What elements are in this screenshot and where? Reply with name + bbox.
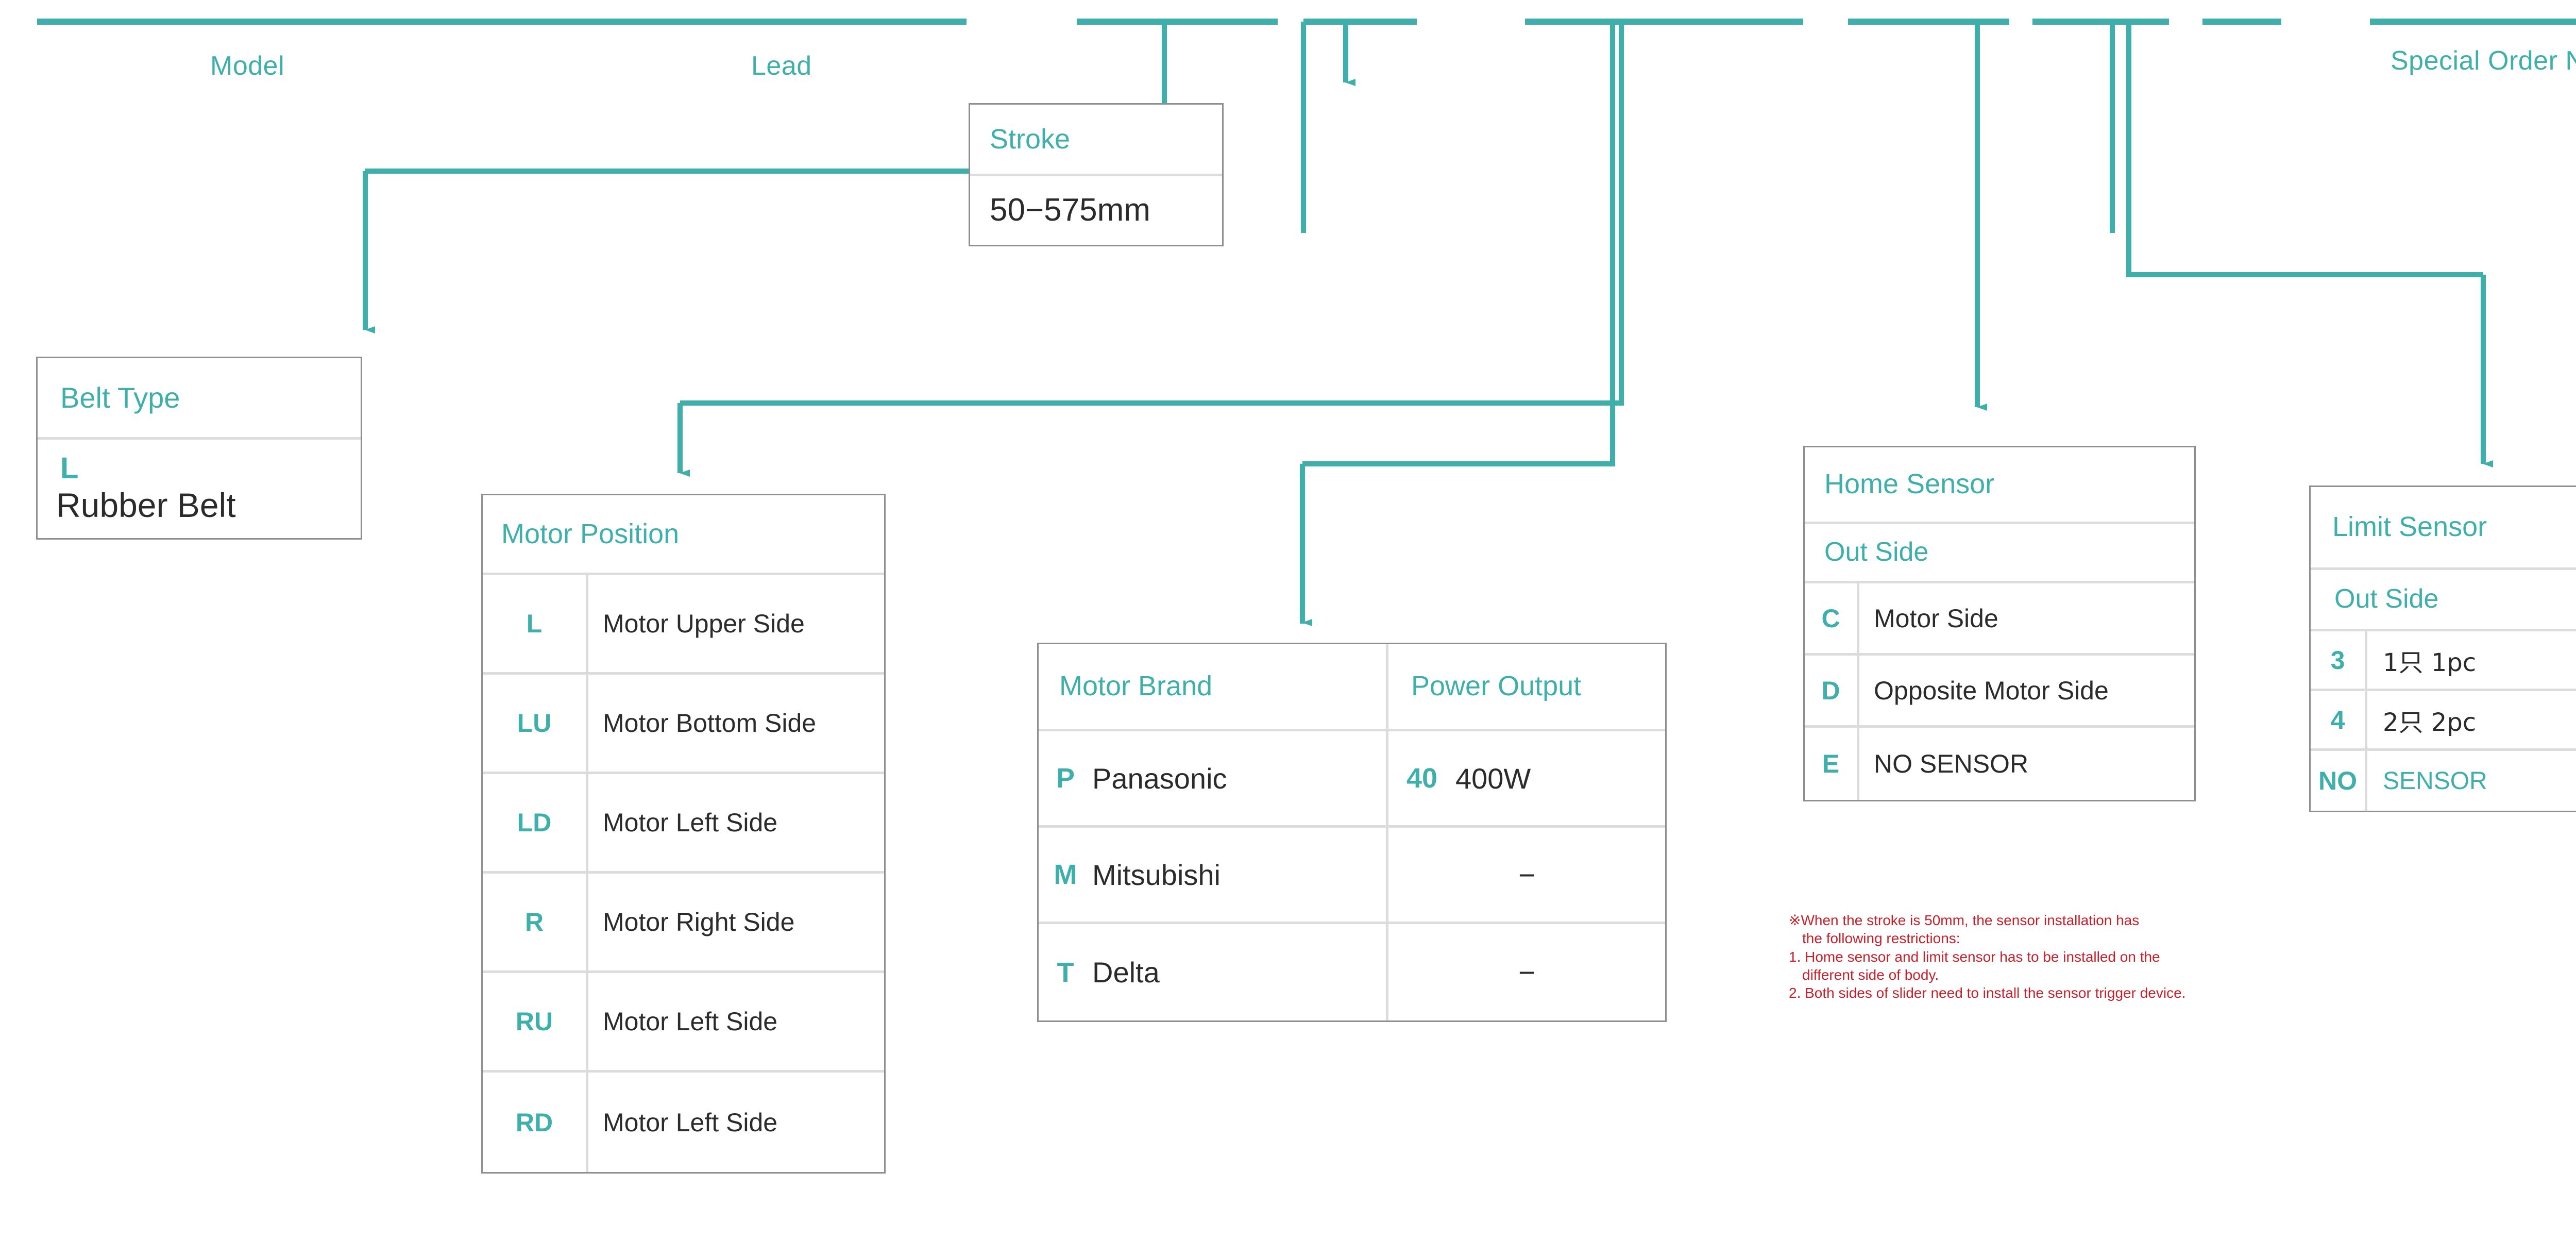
label-model: Model <box>210 51 285 81</box>
power-output-value: − <box>1518 858 1535 891</box>
note-line-4: different side of body. <box>1802 966 1939 983</box>
power-output-value: 400W <box>1455 762 1531 795</box>
table-row: M Mitsubishi − <box>1039 828 1665 924</box>
belt-type-code: L <box>60 451 79 485</box>
stroke-card: Stroke 50−575mm <box>969 103 1224 246</box>
table-row: D Opposite Motor Side <box>1805 656 2194 728</box>
limit-sensor-code: 4 <box>2311 691 2367 748</box>
limit-sensor-desc: SENSOR <box>2383 767 2487 795</box>
motor-position-desc: Motor Left Side <box>603 808 778 837</box>
motor-position-desc: Motor Left Side <box>603 1108 778 1137</box>
limit-sensor-title: Limit Sensor <box>2311 487 2576 570</box>
table-row: LD Motor Left Side <box>483 774 884 874</box>
motor-position-desc: Motor Right Side <box>603 908 795 936</box>
table-row: T Delta − <box>1039 924 1665 1020</box>
note-line-2: the following restrictions: <box>1802 930 1960 947</box>
power-output-value: − <box>1518 956 1535 989</box>
home-sensor-desc: Motor Side <box>1874 604 1998 633</box>
home-sensor-title: Home Sensor <box>1805 447 2194 524</box>
limit-sensor-desc: 1只 1pc <box>2383 648 2477 677</box>
limit-sensor-code: NO <box>2311 751 2367 811</box>
table-row: 3 1只 1pc <box>2311 631 2576 691</box>
motor-brand-name: Delta <box>1092 956 1160 989</box>
motor-brand-card: Motor Brand Power Output P Panasonic 40 … <box>1037 643 1667 1022</box>
power-output-code: 40 <box>1406 763 1438 794</box>
table-row: C Motor Side <box>1805 583 2194 656</box>
home-sensor-code: E <box>1805 728 1859 800</box>
table-row: LU Motor Bottom Side <box>483 675 884 774</box>
motor-position-code: RU <box>483 973 588 1070</box>
home-sensor-card: Home Sensor Out Side C Motor Side D Oppo… <box>1803 446 2196 801</box>
belt-type-name: Rubber Belt <box>56 486 236 524</box>
motor-brand-cell: M Mitsubishi <box>1039 828 1388 922</box>
motor-position-desc: Motor Left Side <box>603 1007 778 1036</box>
motor-position-code: L <box>483 575 588 672</box>
motor-position-desc: Motor Upper Side <box>603 609 805 638</box>
motor-position-code: LU <box>483 675 588 772</box>
motor-position-code: R <box>483 874 588 970</box>
motor-position-code: RD <box>483 1073 588 1172</box>
home-sensor-desc: NO SENSOR <box>1874 749 2029 778</box>
belt-type-title: Belt Type <box>38 358 361 440</box>
table-row: NO SENSOR <box>2311 751 2576 811</box>
motor-position-title: Motor Position <box>483 495 884 575</box>
table-row: R Motor Right Side <box>483 874 884 973</box>
limit-sensor-subtitle: Out Side <box>2311 570 2576 631</box>
note-line-5: 2. Both sides of slider need to install … <box>1789 985 2186 1001</box>
limit-sensor-code: 3 <box>2311 631 2367 689</box>
motor-position-code: LD <box>483 774 588 871</box>
motor-brand-header: Motor Brand Power Output <box>1039 644 1665 731</box>
label-special-order-no: Special Order No. <box>2391 46 2576 76</box>
power-output-cell: 40 400W <box>1388 731 1665 825</box>
limit-sensor-desc: 2只 2pc <box>2383 708 2477 737</box>
stroke-title: Stroke <box>970 105 1222 176</box>
table-row: L Motor Upper Side <box>483 575 884 675</box>
table-row: 4 2只 2pc <box>2311 691 2576 751</box>
motor-position-desc: Motor Bottom Side <box>603 709 817 738</box>
table-row: E NO SENSOR <box>1805 728 2194 800</box>
home-sensor-code: D <box>1805 656 1859 725</box>
motor-brand-name: Panasonic <box>1092 762 1227 795</box>
note-line-1: ※When the stroke is 50mm, the sensor ins… <box>1789 912 2140 928</box>
sensor-restriction-note: ※When the stroke is 50mm, the sensor ins… <box>1789 911 2345 1002</box>
home-sensor-subtitle: Out Side <box>1805 524 2194 583</box>
limit-sensor-card: Limit Sensor Out Side 3 1只 1pc 4 2只 2pc … <box>2309 485 2576 812</box>
motor-brand-cell: T Delta <box>1039 924 1388 1020</box>
motor-brand-code: T <box>1057 957 1074 988</box>
label-lead: Lead <box>751 51 812 81</box>
home-sensor-desc: Opposite Motor Side <box>1874 676 2109 705</box>
home-sensor-code: C <box>1805 583 1859 653</box>
power-output-col-title: Power Output <box>1411 671 1582 701</box>
table-row: P Panasonic 40 400W <box>1039 731 1665 828</box>
power-output-cell: − <box>1388 828 1665 922</box>
table-row: RU Motor Left Side <box>483 973 884 1073</box>
motor-position-card: Motor Position L Motor Upper Side LU Mot… <box>481 494 886 1174</box>
note-line-3: 1. Home sensor and limit sensor has to b… <box>1789 948 2160 965</box>
motor-brand-code: P <box>1056 763 1075 794</box>
motor-brand-col-title: Motor Brand <box>1039 644 1388 729</box>
motor-brand-cell: P Panasonic <box>1039 731 1388 825</box>
power-output-cell: − <box>1388 924 1665 1020</box>
motor-brand-code: M <box>1054 859 1077 890</box>
table-row: RD Motor Left Side <box>483 1073 884 1172</box>
stroke-value: 50−575mm <box>990 192 1150 228</box>
motor-brand-name: Mitsubishi <box>1092 858 1221 891</box>
belt-type-card: Belt Type L Rubber Belt <box>36 357 362 540</box>
